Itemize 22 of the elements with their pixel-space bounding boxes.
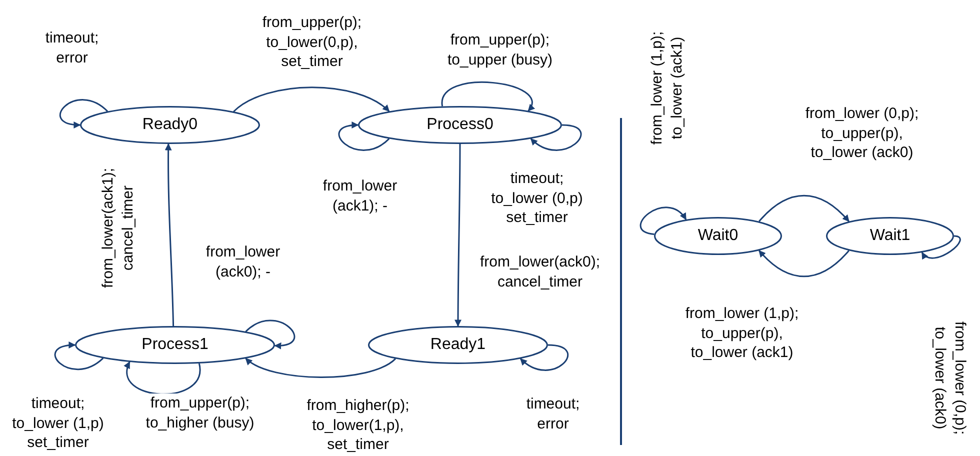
loop-arrow bbox=[530, 124, 582, 151]
arrow bbox=[454, 144, 462, 327]
state-name: Process1 bbox=[142, 336, 208, 354]
arrow bbox=[245, 358, 396, 378]
loop-arrow bbox=[124, 361, 200, 395]
state-name: Wait1 bbox=[870, 227, 910, 245]
loop-arrow bbox=[338, 122, 390, 151]
loop-arrow bbox=[520, 344, 568, 371]
arrow bbox=[164, 143, 174, 326]
arrow bbox=[233, 86, 390, 112]
state-name: Ready1 bbox=[430, 336, 486, 354]
loop-arrow bbox=[921, 235, 961, 260]
state-name: Ready0 bbox=[142, 116, 198, 134]
state-name: Process0 bbox=[426, 116, 494, 134]
loop-arrow bbox=[60, 99, 108, 128]
loop-arrow bbox=[640, 206, 687, 236]
loop-arrow bbox=[245, 320, 295, 349]
arrow bbox=[758, 194, 850, 222]
loop-arrow bbox=[54, 342, 104, 370]
loop-arrow bbox=[442, 82, 534, 112]
arrow bbox=[758, 250, 850, 278]
state-name: Wait0 bbox=[698, 227, 738, 245]
